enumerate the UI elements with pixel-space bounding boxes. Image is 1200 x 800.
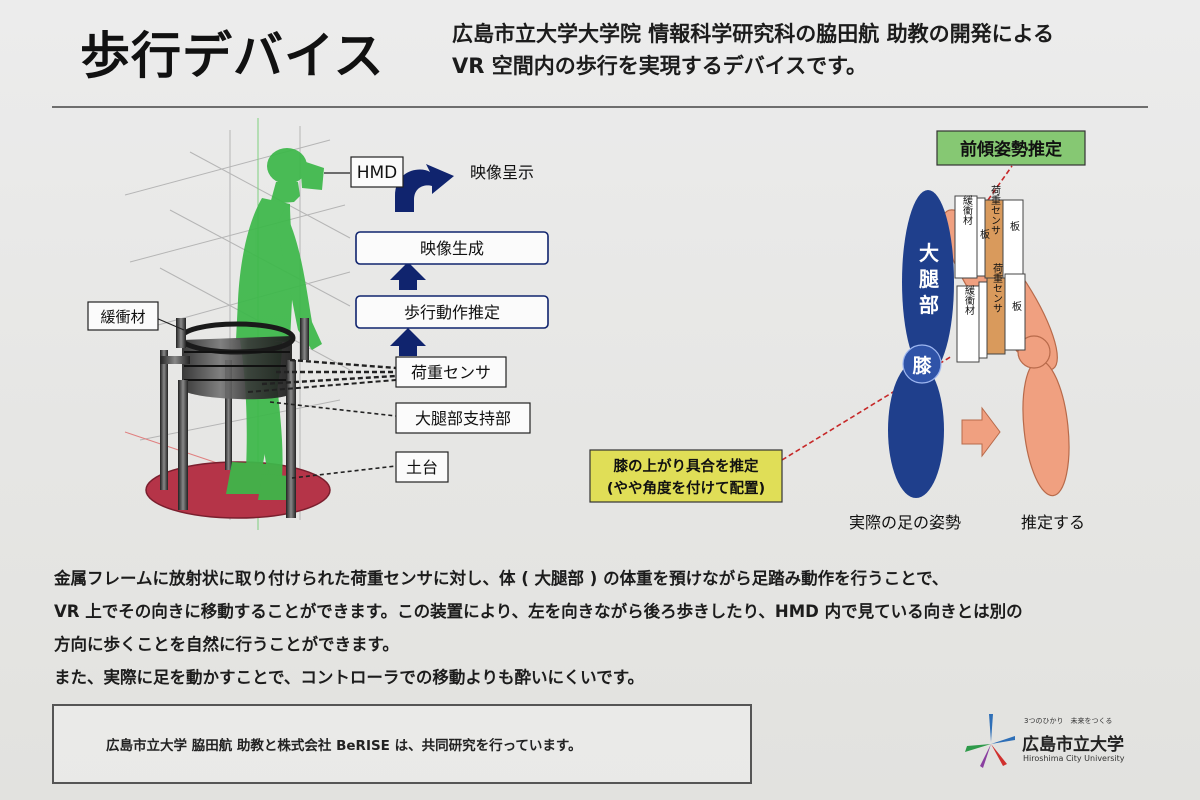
image-generation-box xyxy=(355,231,549,265)
image-generation-label: 映像生成 xyxy=(420,239,484,258)
base-box xyxy=(395,451,449,483)
body-line-1: 金属フレームに放射状に取り付けられた荷重センサに対し、体 ( 大腿部 ) の体重… xyxy=(54,569,949,588)
leader-lines xyxy=(155,172,397,479)
estimate-label: 推定する xyxy=(1021,513,1085,532)
thigh-support-box xyxy=(395,402,531,434)
actual-leg xyxy=(888,190,954,498)
sensor-upper-label: 荷重センサ xyxy=(989,185,1001,235)
logo-tagline: 3つのひかり 未来をつくる xyxy=(1024,717,1113,725)
walking-device-illustration: HMD 映像呈示 映像生成 歩行動作推定 緩衝材 荷重センサ 大腿部支持部 土台 xyxy=(87,118,549,530)
description-line-1: 広島市立大学大学院 情報科学研究科の脇田航 助教の開発による xyxy=(452,22,1054,46)
walking-estimation-box xyxy=(355,295,549,329)
frame-leg xyxy=(178,380,188,510)
base-label: 土台 xyxy=(406,458,438,477)
image-presentation-label: 映像呈示 xyxy=(470,163,534,182)
logo-mark-icon xyxy=(965,714,1015,768)
load-sensor-box xyxy=(395,356,507,388)
body-line-3: 方向に歩くことを自然に行うことができます。 xyxy=(54,635,399,654)
credit-box: 広島市立大学 脇田航 助教と株式会社 BeRISE は、共同研究を行っています。 xyxy=(52,704,752,784)
sensor-lower-label: 荷重センサ xyxy=(991,263,1003,313)
up-arrow xyxy=(390,328,426,356)
knee-label: 膝 xyxy=(912,354,932,377)
up-arrow xyxy=(390,262,426,290)
knee-estimation-line-1: 膝の上がり具合を推定 xyxy=(614,457,759,475)
cushion-lower-label: 緩衝材 xyxy=(963,284,975,315)
header-divider xyxy=(52,106,1148,108)
hmd-box xyxy=(350,156,404,188)
plate-label-b: 板 xyxy=(1010,300,1022,312)
thigh-label-char-1: 大 xyxy=(919,241,939,265)
frame-leg xyxy=(225,360,232,470)
walking-estimation-label: 歩行動作推定 xyxy=(404,303,500,322)
cushion-label: 緩衝材 xyxy=(100,308,145,326)
sensor-stack xyxy=(954,195,1026,363)
cushion-box xyxy=(87,301,159,331)
thigh-support-label: 大腿部支持部 xyxy=(415,409,511,428)
load-sensor-label: 荷重センサ xyxy=(411,363,491,382)
body-text: 金属フレームに放射状に取り付けられた荷重センサに対し、体 ( 大腿部 ) の体重… xyxy=(54,562,1164,694)
forward-lean-label: 前傾姿勢推定 xyxy=(960,139,1062,160)
transition-arrow xyxy=(961,406,1001,458)
knee-estimation-line-2: (やや角度を付けて配置) xyxy=(607,479,765,497)
hmd-label: HMD xyxy=(357,163,398,183)
presentation-arrow xyxy=(395,164,454,212)
page-title: 歩行デバイス xyxy=(80,27,385,85)
page-description: 広島市立大学大学院 情報科学研究科の脇田航 助教の開発による VR 空間内の歩行… xyxy=(452,18,1172,82)
university-logo xyxy=(965,714,1015,768)
plate-label-a: 板 xyxy=(1008,220,1020,232)
cushion-upper-label: 緩衝材 xyxy=(961,194,973,225)
frame-leg xyxy=(160,350,168,490)
description-line-2: VR 空間内の歩行を実現するデバイスです。 xyxy=(452,54,868,78)
knee-estimation-box xyxy=(589,449,783,503)
actual-posture-label: 実際の足の姿勢 xyxy=(849,513,961,532)
forward-lean-box xyxy=(936,130,1086,166)
thigh-label-char-2: 腿 xyxy=(919,267,939,291)
body-line-2: VR 上でその向きに移動することができます。この装置により、左を向きながら後ろ歩… xyxy=(54,602,1023,621)
credit-text: 広島市立大学 脇田航 助教と株式会社 BeRISE は、共同研究を行っています。 xyxy=(106,738,582,754)
plate-label-c: 板 xyxy=(978,228,990,240)
logo-name-en: Hiroshima City University xyxy=(1023,754,1125,763)
logo-name: 広島市立大学 xyxy=(1022,735,1124,755)
frame-leg xyxy=(286,360,296,518)
body-line-4: また、実際に足を動かすことで、コントローラでの移動よりも酔いにくいです。 xyxy=(54,668,645,687)
thigh-label-char-3: 部 xyxy=(919,293,939,317)
leg-posture-illustration: 前傾姿勢推定 大 腿 部 膝 緩衝材 xyxy=(589,130,1086,532)
